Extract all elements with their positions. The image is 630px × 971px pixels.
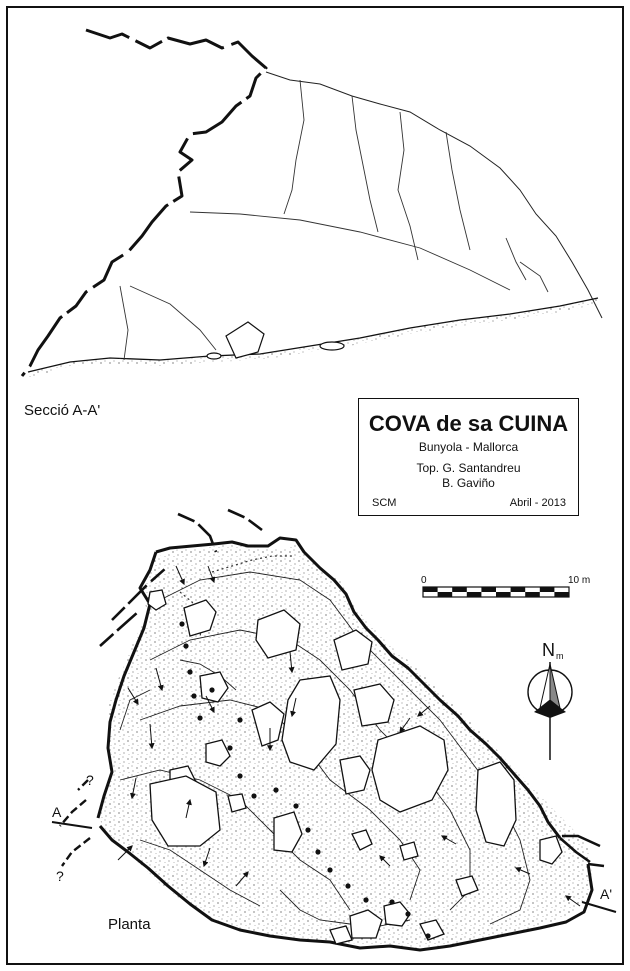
plan-entrance-wall bbox=[99, 508, 263, 647]
sheet-border bbox=[6, 6, 624, 965]
plan-boulders bbox=[147, 589, 563, 945]
cross-section bbox=[20, 28, 603, 378]
north-arrow-icon bbox=[527, 662, 573, 760]
section-start-label: A bbox=[52, 804, 62, 820]
unknown-passage-label: ? bbox=[86, 772, 94, 788]
plan-outer-wall-north bbox=[155, 536, 562, 839]
plan-label: Planta bbox=[108, 916, 151, 933]
unknown-passage-label: ? bbox=[56, 868, 64, 884]
section-end-label: A' bbox=[600, 886, 613, 902]
plan-slope-arrows bbox=[117, 565, 581, 907]
cave-title: COVA de sa CUINA bbox=[368, 411, 569, 436]
section-outer-wall bbox=[20, 28, 268, 377]
scale-end-label: 10 m bbox=[568, 575, 591, 586]
title-block: COVA de sa CUINA Bunyola - Mallorca Top.… bbox=[358, 398, 579, 516]
scale-start-label: 0 bbox=[421, 575, 427, 586]
surveyor-line-2: B. Gaviño bbox=[442, 476, 495, 490]
section-blocks bbox=[206, 321, 345, 360]
plan-outer-wall-south bbox=[98, 825, 594, 952]
organization-label: SCM bbox=[372, 497, 397, 509]
scale-bar bbox=[422, 586, 570, 598]
plan-east-passage bbox=[559, 834, 605, 868]
north-letter: N bbox=[542, 640, 555, 660]
plan-west-passage bbox=[59, 779, 91, 867]
survey-date: Abril - 2013 bbox=[509, 497, 566, 509]
plan-pits bbox=[179, 621, 431, 939]
section-label: Secció A-A' bbox=[24, 402, 101, 419]
plan-section-line bbox=[51, 821, 617, 913]
section-fractures bbox=[119, 79, 549, 361]
section-ceiling-line bbox=[265, 71, 603, 319]
cave-location: Bunyola - Mallorca bbox=[418, 440, 519, 454]
north-subscript: m bbox=[556, 651, 564, 661]
section-floor-sediment bbox=[28, 298, 598, 378]
surveyor-line-1: Top. G. Santandreu bbox=[416, 461, 521, 475]
plan-outer-wall-west bbox=[96, 551, 158, 819]
plan-view bbox=[51, 508, 617, 952]
